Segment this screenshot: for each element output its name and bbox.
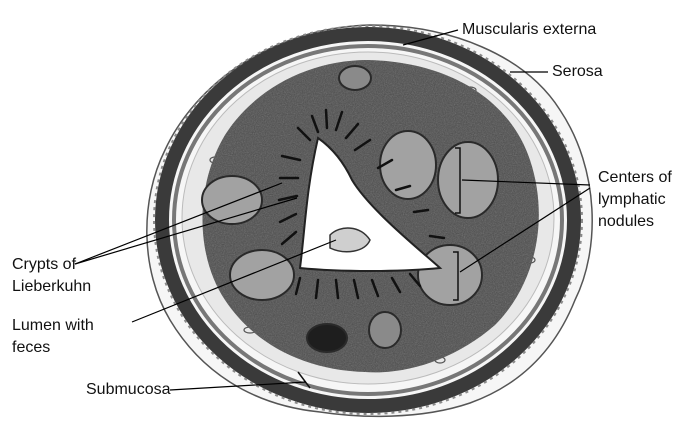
nodule-left-lower [230, 250, 294, 300]
label-crypts-line2: Lieberkuhn [12, 277, 91, 297]
label-centers-line3: nodules [598, 212, 654, 232]
label-submucosa: Submucosa [86, 380, 171, 400]
label-centers-line2: lymphatic [598, 190, 666, 210]
label-lumen-line1: Lumen with [12, 316, 94, 336]
nodule-right-lower [418, 245, 482, 305]
nodule-right-upper-inner [380, 131, 436, 199]
label-crypts-line1: Crypts of [12, 255, 76, 275]
nodule-bottom-left-dark [307, 324, 347, 352]
label-serosa: Serosa [552, 62, 603, 82]
label-muscularis-externa: Muscularis externa [462, 20, 596, 40]
label-centers-line1: Centers of [598, 168, 672, 188]
nodule-top [339, 66, 371, 90]
nodule-bottom [369, 312, 401, 348]
label-lumen-line2: feces [12, 338, 50, 358]
